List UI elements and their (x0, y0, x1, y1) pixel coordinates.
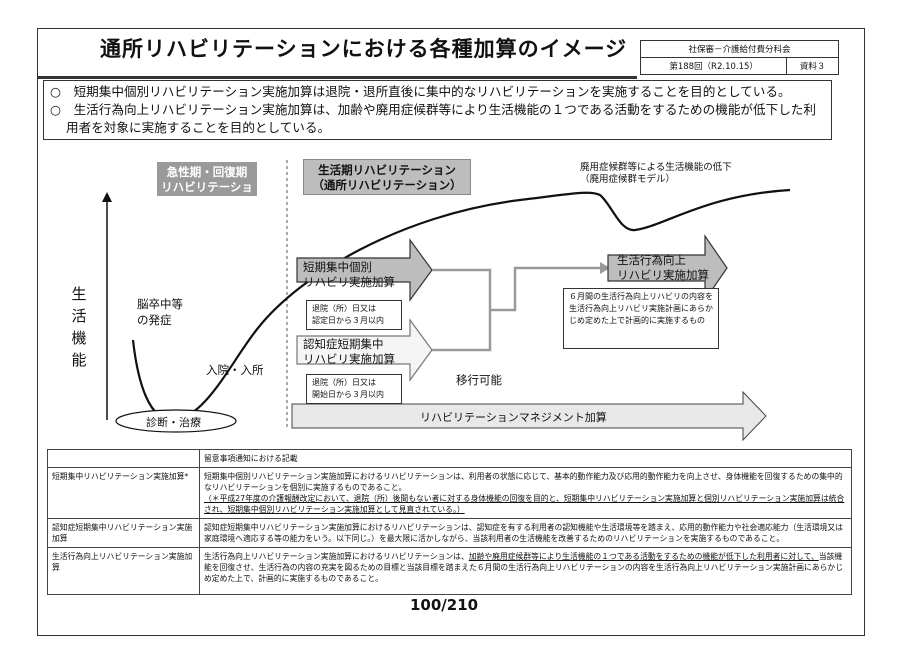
life-act-arrow-shape (607, 234, 728, 302)
y-axis-label: 生活機能 (71, 285, 87, 369)
y-axis-arrowhead (102, 192, 112, 202)
slide-frame (37, 28, 865, 636)
document-label: 資料３ (786, 57, 839, 75)
short-term-arrow-label: 短期集中個別 リハビリ実施加算 (303, 260, 395, 289)
intro-point-1: ○ 短期集中個別リハビリテーション実施加算は退院・退所直後に集中的なリハビリテー… (50, 84, 791, 99)
life-act-note: ６月間の生活行為向上リハビリの内容を生活行為向上リハビリ実施計画にあらかじめ定め… (563, 288, 719, 349)
diagnosis-label: 診断・治療 (146, 416, 201, 429)
row-text-main: 生活行為向上リハビリテーション実施加算におけるリハビリテーションは、 (204, 552, 469, 561)
short-term-note: 退院（所）日又は 認定日から３月以内 (306, 300, 402, 330)
policy-table-header: 留意事項通知における記載 (199, 449, 852, 468)
dementia-arrow-shape (296, 318, 433, 382)
row-text-main: 短期集中個別リハビリテーション実施加算におけるリハビリテーションは、利用者の状態… (204, 472, 843, 492)
life-act-arrow-label: 生活行為向上 リハビリ実施加算 (617, 253, 709, 282)
connector-bracket (432, 268, 492, 352)
row-name: 生活行為向上リハビリテーション実施加算 (47, 547, 200, 595)
phase-acute: 急性期・回復期 リハビリテーション (157, 162, 257, 209)
phase-life: 生活期リハビリテーション （通所リハビリテーション） (303, 159, 471, 195)
session-label: 第188回（R2.10.15） (639, 57, 788, 75)
policy-table-corner (47, 449, 200, 468)
intro-box: ○ 短期集中個別リハビリテーション実施加算は退院・退所直後に集中的なリハビリテー… (43, 80, 832, 140)
row-text: 認知症短期集中リハビリテーション実施加算におけるリハビリテーションは、認知症を有… (199, 518, 852, 548)
intro-point-2: ○ 生活行為向上リハビリテーション実施加算は、加齢や廃用症候群等により生活機能の… (50, 102, 816, 135)
dementia-note: 退院（所）日又は 開始日から３月以内 (306, 374, 402, 404)
table-row: 短期集中リハビリテーション実施加算* 短期集中個別リハビリテーション実施加算にお… (47, 467, 852, 519)
row-text-underlined: 加齢や廃用症候群等により生活機能の１つである活動をするための機能が低下した利用者… (468, 552, 819, 561)
meta-table: 社保審－介護給付費分科会 第188回（R2.10.15）資料３ (639, 40, 839, 75)
management-arrow-shape (291, 390, 767, 442)
row-name: 短期集中リハビリテーション実施加算* (47, 467, 200, 519)
table-row: 認知症短期集中リハビリテーション実施加算 認知症短期集中リハビリテーション実施加… (47, 518, 852, 548)
diagnosis-ellipse (115, 409, 237, 433)
connector-arrowhead (600, 262, 610, 274)
stroke-label: 脳卒中等 の発症 (137, 297, 183, 327)
page-title: 通所リハビリテーションにおける各種加算のイメージ (100, 37, 628, 61)
policy-table: 留意事項通知における記載 短期集中リハビリテーション実施加算* 短期集中個別リハ… (47, 449, 852, 595)
row-text: 短期集中個別リハビリテーション実施加算におけるリハビリテーションは、利用者の状態… (199, 467, 852, 519)
table-row: 生活行為向上リハビリテーション実施加算 生活行為向上リハビリテーション実施加算に… (47, 547, 852, 595)
connector-to-lifeact (490, 266, 600, 312)
dementia-arrow-label: 認知症短期集中 リハビリ実施加算 (303, 337, 395, 366)
short-term-arrow-shape (296, 238, 433, 302)
row-text-rest: 当該機能を回復させ、生活行為の内容の充実を図るための目標と当該目標を踏まえた６月… (204, 552, 844, 583)
row-text: 生活行為向上リハビリテーション実施加算におけるリハビリテーションは、加齢や廃用症… (199, 547, 852, 595)
row-text-note: （＊平成27年度の介護報酬改定において、退院（所）後間もない者に対する身体機能の… (204, 494, 845, 514)
decline-label: 廃用症候群等による生活機能の低下 （廃用症候群モデル） (580, 162, 732, 185)
phase-acute-label: 急性期・回復期 リハビリテーション (161, 165, 253, 209)
row-name: 認知症短期集中リハビリテーション実施加算 (47, 518, 200, 548)
management-arrow-label: リハビリテーションマネジメント加算 (420, 411, 607, 424)
transition-label: 移行可能 (456, 373, 502, 387)
title-underline (37, 76, 637, 79)
page-number: 100/210 (408, 596, 481, 614)
admission-label: 入院・入所 (206, 363, 264, 377)
phase-life-label: 生活期リハビリテーション （通所リハビリテーション） (312, 163, 462, 192)
